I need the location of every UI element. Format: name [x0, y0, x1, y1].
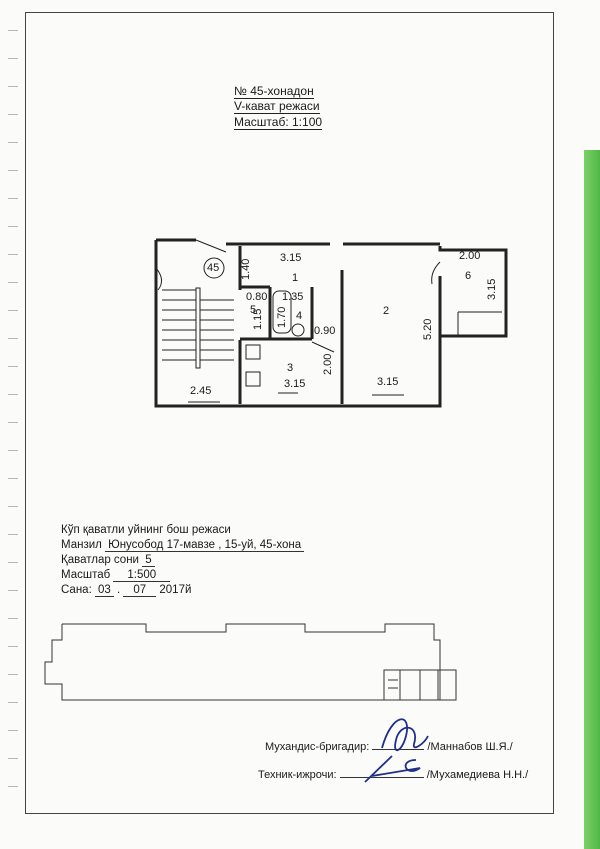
dim-2-00-room6: 2.00 — [459, 250, 481, 262]
dim-0-90: 0.90 — [314, 325, 336, 337]
dim-1-35: 1.35 — [282, 291, 304, 303]
info-scale: Масштаб 1:500 — [61, 568, 171, 582]
binding-holes — [8, 30, 18, 810]
header-scale: Масштаб: 1:100 — [234, 115, 323, 130]
info-floors: Қаватлар сони 5 — [61, 553, 155, 567]
header-apartment: № 45-хонадон — [234, 84, 314, 99]
dim-3-15-kitchen: 3.15 — [284, 378, 306, 390]
info-title: Кўп қаватли уйнинг бош режаси — [61, 524, 231, 536]
info-address: Манзил Юнусобод 17-мавзе , 15-уй, 45-хон… — [61, 538, 305, 552]
room-label-1: 1 — [292, 272, 299, 284]
room-label-6: 6 — [465, 270, 472, 282]
room-label-3: 3 — [287, 362, 294, 374]
info-date: Сана: 03 . 07 2017й — [61, 584, 192, 597]
apartment-number-badge: 45 — [207, 262, 220, 274]
technician-signature-line: Техник-ижрочи: /Мухамедиева Н.Н./ — [258, 769, 529, 781]
engineer-signature-line: Мухандис-бригадир: /Маннабов Ш.Я./ — [265, 741, 513, 753]
dim-3-15-top: 3.15 — [280, 252, 302, 264]
dim-3-15-room2: 3.15 — [377, 376, 399, 388]
dim-0-80: 0.80 — [246, 291, 268, 303]
header-floor: V-кават режаси — [234, 99, 320, 114]
room-label-5: 5 — [250, 304, 257, 316]
page-frame — [25, 12, 554, 814]
dim-2-45: 2.45 — [190, 385, 212, 397]
room-label-4: 4 — [296, 310, 303, 322]
green-binding-strip — [584, 150, 600, 849]
room-label-2: 2 — [383, 305, 390, 317]
